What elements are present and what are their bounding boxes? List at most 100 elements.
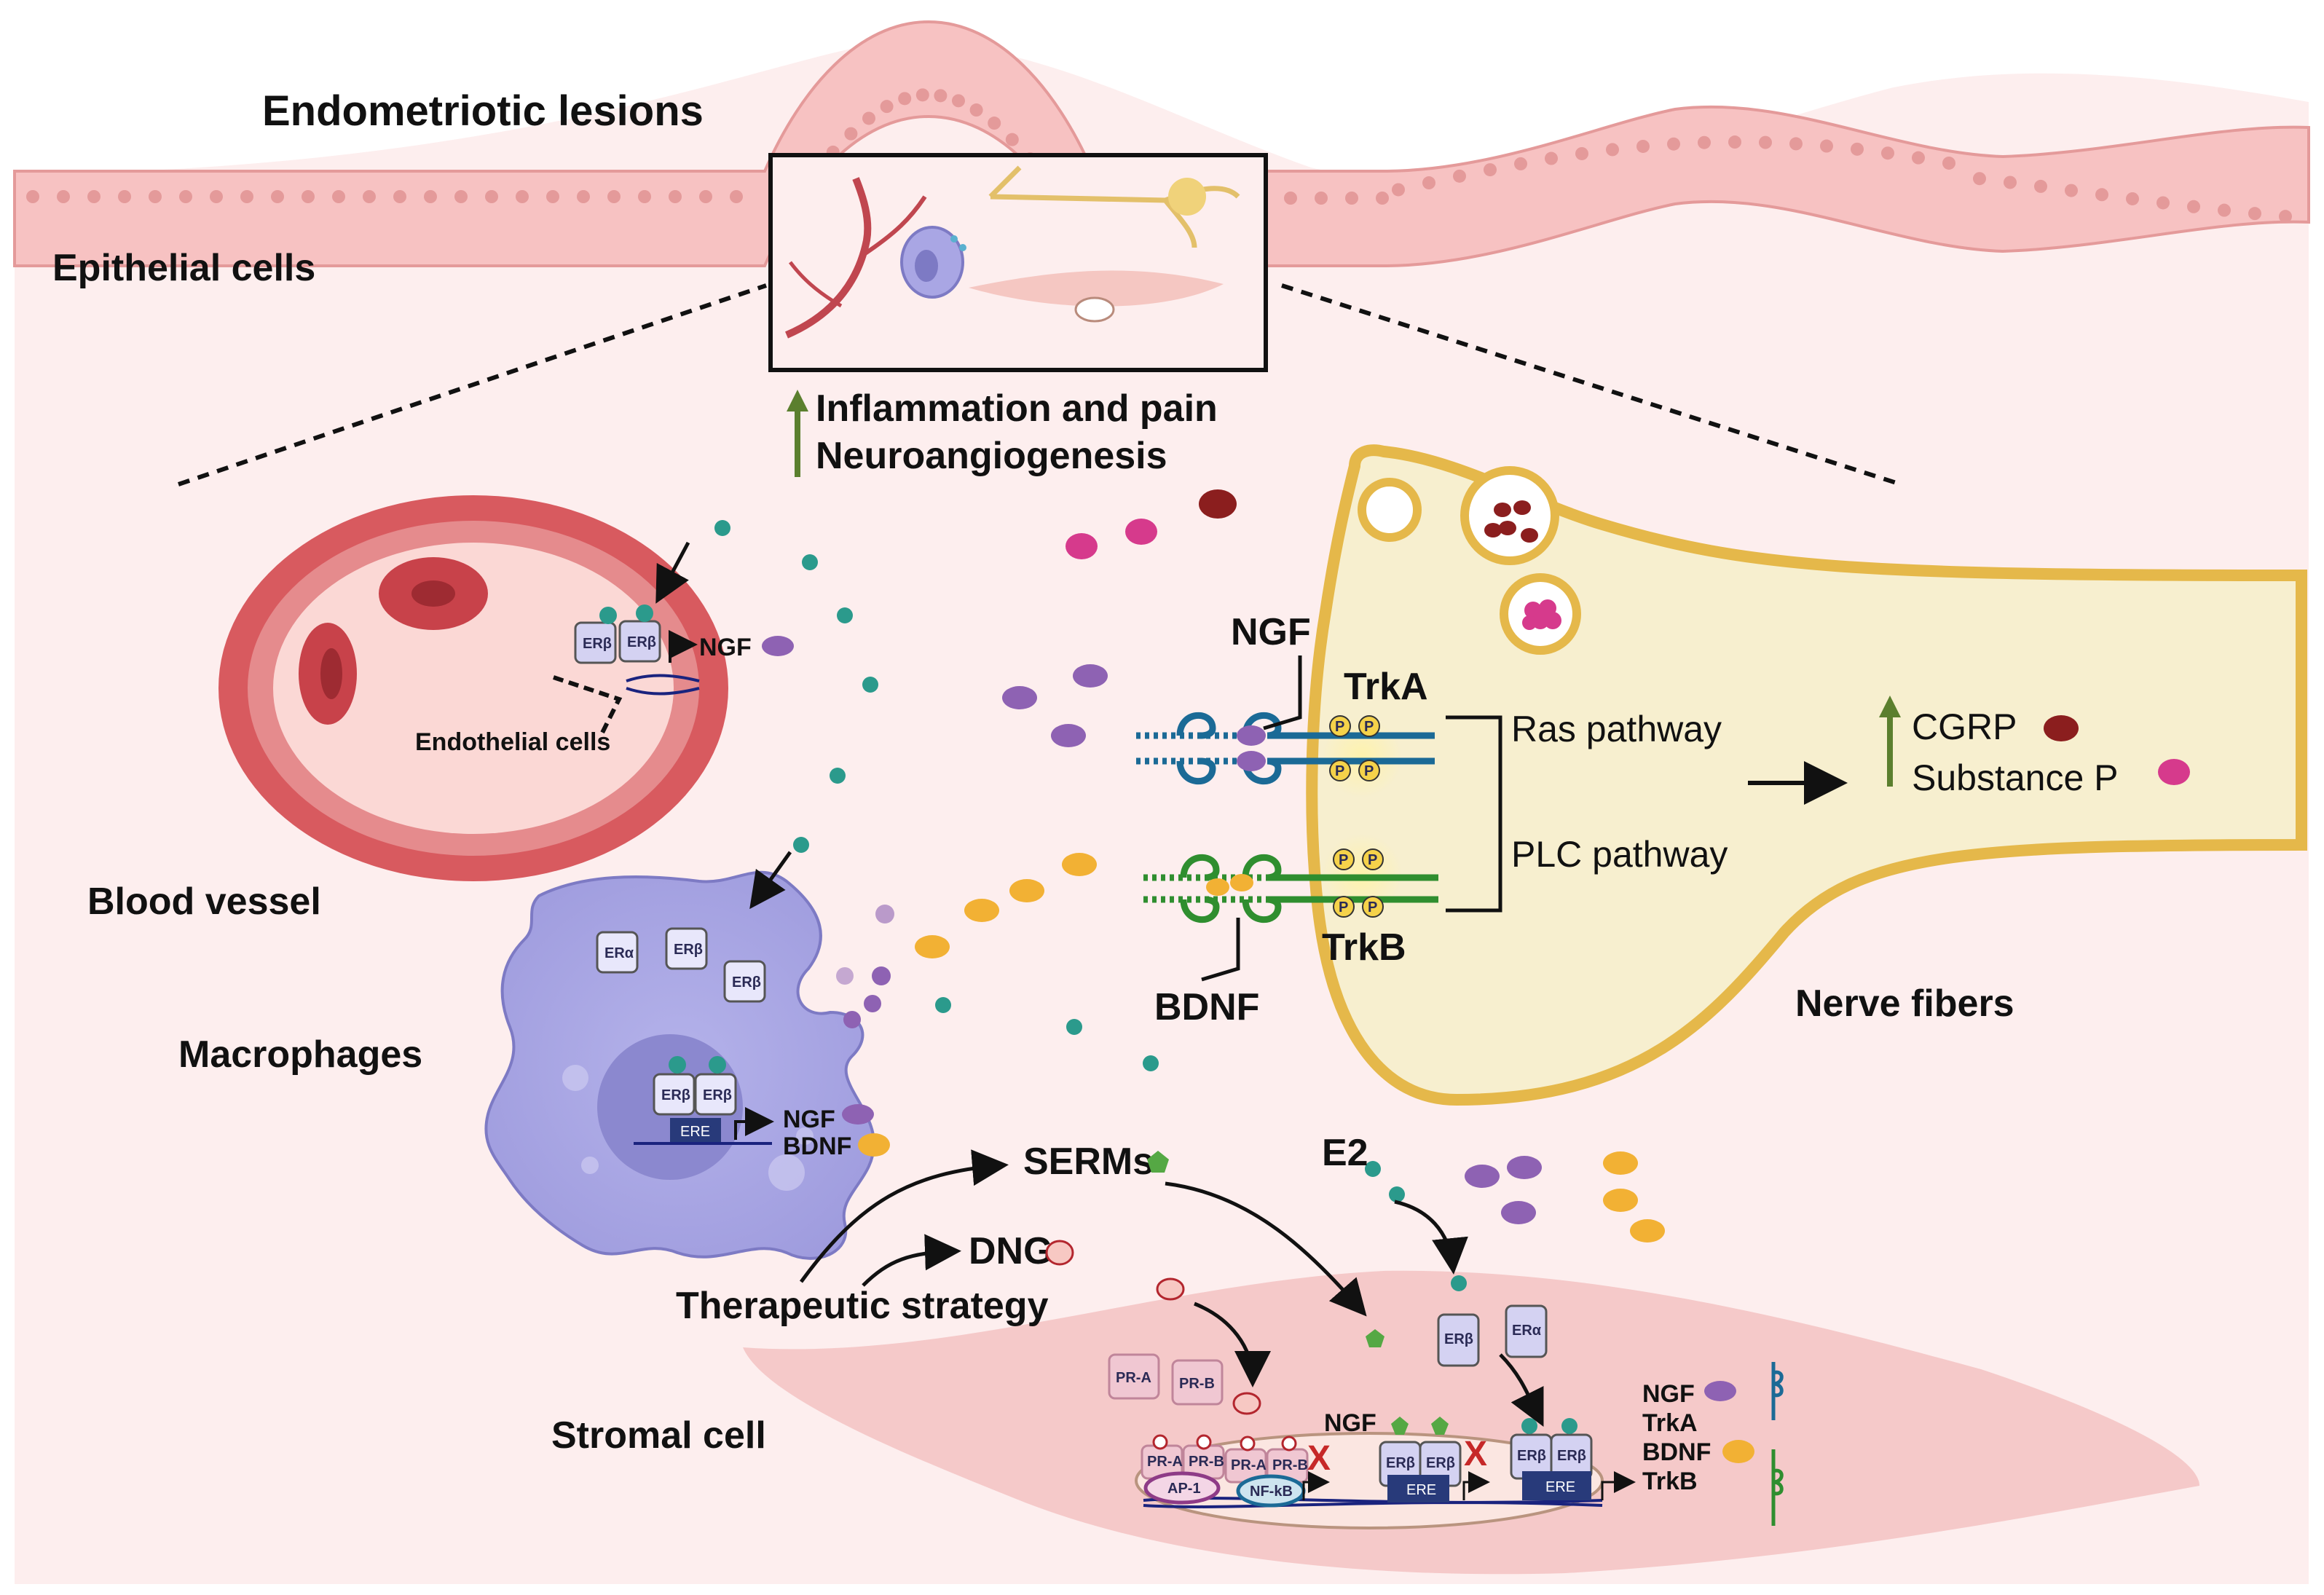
- epithelial-cell-nucleus: [934, 89, 948, 103]
- epithelial-cell-nucleus: [1453, 169, 1466, 183]
- epithelial-cell-nucleus: [210, 190, 223, 203]
- epithelial-cell-nucleus: [2156, 196, 2170, 210]
- svg-text:ERβ: ERβ: [732, 974, 761, 991]
- label-neuroangiogenesis: Neuroangiogenesis: [816, 435, 1167, 477]
- epithelial-cell-nucleus: [1667, 137, 1680, 151]
- epithelial-cell-nucleus: [862, 111, 875, 125]
- epithelial-cell-nucleus: [1484, 163, 1497, 177]
- epithelial-cell-nucleus: [118, 190, 131, 203]
- svg-text:ERα: ERα: [1512, 1323, 1542, 1339]
- blood-vessel: ERβ ERβ: [218, 495, 728, 881]
- ngf-vessel-molecule: [762, 636, 794, 656]
- svg-text:P: P: [1339, 852, 1348, 868]
- epithelial-cell-nucleus: [179, 190, 192, 203]
- svg-text:P: P: [1368, 899, 1377, 915]
- svg-text:ERβ: ERβ: [674, 942, 703, 958]
- svg-text:ERβ: ERβ: [661, 1087, 690, 1103]
- label-blood-vessel: Blood vessel: [87, 881, 321, 923]
- epithelial-cell-nucleus: [1422, 176, 1435, 190]
- svg-text:ERE: ERE: [1406, 1482, 1436, 1498]
- epithelial-cell-nucleus: [546, 190, 559, 203]
- label-bdnf-receptor: BDNF: [1154, 986, 1259, 1028]
- epithelial-cell-nucleus: [952, 94, 965, 108]
- epithelial-cell-nucleus: [1392, 183, 1405, 197]
- epithelial-cell-nucleus: [844, 127, 858, 141]
- zoom-line-left: [178, 283, 767, 487]
- zoom-inset: [768, 153, 1268, 372]
- gene-ngf: NGF: [1642, 1380, 1695, 1408]
- label-cgrp: CGRP: [1912, 706, 2017, 747]
- label-bdnf-macrophage: BDNF: [783, 1133, 851, 1160]
- epithelial-cell-nucleus: [577, 190, 590, 203]
- epithelial-cell-nucleus: [2065, 184, 2078, 197]
- gene-bdnf: BDNF: [1642, 1438, 1711, 1466]
- epithelial-cell-nucleus: [915, 88, 929, 102]
- bdnf-stromal-molecule: [1722, 1440, 1754, 1463]
- epithelial-cell-nucleus: [880, 100, 894, 114]
- bdnf-pointer: [1201, 918, 1240, 982]
- label-e2: E2: [1322, 1132, 1368, 1174]
- epithelial-cell-nucleus: [669, 190, 682, 203]
- svg-text:ERβ: ERβ: [1444, 1331, 1473, 1347]
- bdnf-molecules: [915, 853, 1665, 1242]
- pr-receptors: PR-A PR-B PR-A PR-B PR-A PR-B AP-1 NF-kB: [1108, 1353, 1309, 1508]
- svg-text:ERβ: ERβ: [1557, 1448, 1586, 1464]
- epithelial-cell-nucleus: [363, 190, 376, 203]
- neuropeptide-molecules: [1066, 489, 1237, 559]
- zoom-line-right: [1281, 283, 1902, 487]
- serm-molecule: [1147, 1151, 1169, 1173]
- epithelial-cell-nucleus: [1345, 192, 1358, 205]
- svg-text:ERβ: ERβ: [583, 636, 612, 652]
- epithelial-cell-nucleus: [1575, 146, 1588, 160]
- svg-text:ERα: ERα: [604, 945, 634, 961]
- svg-text:ERβ: ERβ: [1386, 1455, 1415, 1471]
- svg-text:P: P: [1339, 899, 1348, 915]
- svg-text:ERβ: ERβ: [703, 1087, 732, 1103]
- epithelial-cell-nucleus: [2095, 188, 2108, 202]
- epithelial-cell-nucleus: [898, 92, 912, 106]
- epithelial-cell-nucleus: [699, 190, 712, 203]
- svg-text:P: P: [1335, 763, 1344, 779]
- epithelial-cell-nucleus: [1912, 151, 1925, 165]
- label-ngf-receptor: NGF: [1231, 611, 1311, 653]
- label-trka: TrkA: [1344, 666, 1428, 708]
- label-ngf-macrophage: NGF: [783, 1106, 835, 1133]
- phosphate-group-trkb: P P P P: [1333, 848, 1384, 918]
- epithelial-cell-nucleus: [969, 103, 983, 117]
- epithelial-cell-nucleus: [332, 190, 345, 203]
- epithelial-cell-nucleus: [1698, 135, 1711, 149]
- inhibit-mark-pr: X: [1307, 1439, 1331, 1478]
- label-inflammation: Inflammation and pain: [816, 387, 1218, 430]
- dng-molecule-2: [1156, 1277, 1185, 1301]
- epithelial-cell-nucleus: [988, 117, 1001, 130]
- label-stromal-cell: Stromal cell: [551, 1414, 766, 1457]
- svg-text:AP-1: AP-1: [1167, 1481, 1201, 1497]
- phosphate-group-trka: P P P P: [1329, 715, 1380, 781]
- ngf-molecules: [836, 664, 1542, 1224]
- label-therapeutic-strategy: Therapeutic strategy: [676, 1285, 1049, 1327]
- epithelial-cell-nucleus: [730, 190, 743, 203]
- label-ngf-vessel: NGF: [699, 634, 752, 661]
- svg-text:PR-B: PR-B: [1272, 1457, 1308, 1473]
- svg-text:P: P: [1368, 852, 1377, 868]
- svg-text:ERβ: ERβ: [1426, 1455, 1455, 1471]
- bdnf-on-trkb-2: [1230, 874, 1253, 891]
- epithelial-cell-nucleus: [607, 190, 621, 203]
- gene-trkb: TrkB: [1642, 1468, 1698, 1495]
- label-ngf-stromal-left: NGF: [1324, 1409, 1376, 1437]
- epithelial-cell-nucleus: [2004, 176, 2017, 189]
- label-ras-pathway: Ras pathway: [1511, 709, 1722, 749]
- inhibit-mark-serm: X: [1464, 1435, 1487, 1473]
- ngf-on-trka-2: [1237, 751, 1266, 771]
- epithelial-cell-nucleus: [2248, 207, 2261, 221]
- epithelial-cell-nucleus: [485, 190, 498, 203]
- svg-text:PR-A: PR-A: [1116, 1370, 1151, 1386]
- epithelial-cell-nucleus: [1973, 172, 1986, 186]
- epithelial-cell-nucleus: [454, 190, 468, 203]
- epithelial-cell-nucleus: [1851, 142, 1864, 156]
- label-epithelial-cells: Epithelial cells: [52, 247, 315, 289]
- label-macrophages: Macrophages: [178, 1033, 422, 1076]
- epithelial-cell-nucleus: [1789, 137, 1803, 151]
- epithelial-cell-nucleus: [1636, 139, 1650, 153]
